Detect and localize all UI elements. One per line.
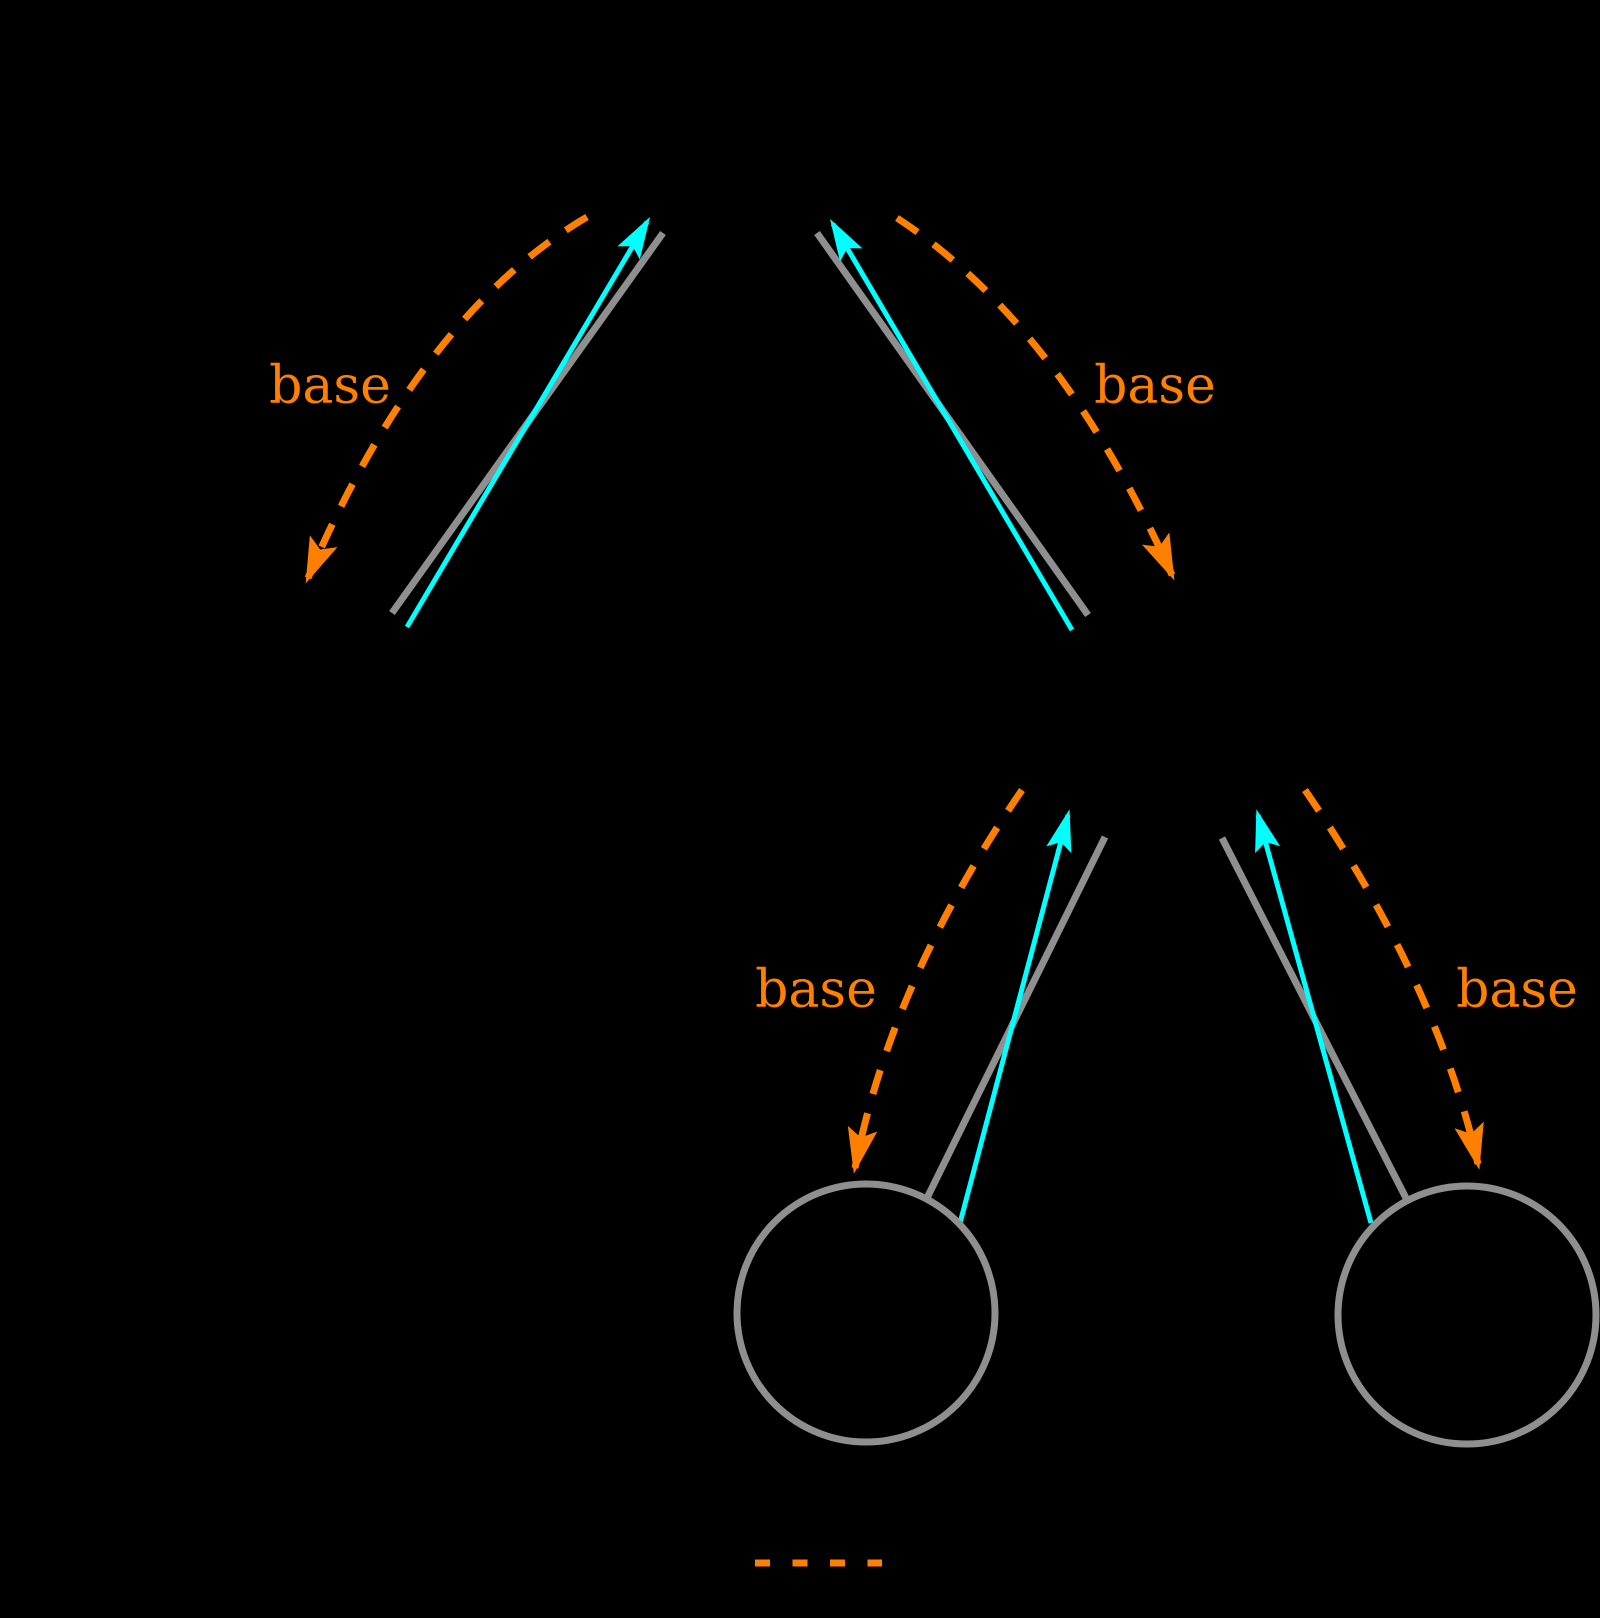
base-arrow [895,215,1176,581]
leaf-circle-right [1334,1182,1600,1448]
base-arrow [1302,788,1484,1170]
base-label: base [755,960,877,1020]
return-arrow [1255,809,1374,1224]
mid-right-edge-group: base [1218,788,1578,1224]
leaf-circle-left [733,1180,999,1446]
return-arrow [829,218,1075,632]
base-label: base [269,356,391,416]
top-right-edge-group: base [814,215,1216,632]
base-arrow [847,788,1025,1174]
top-left-edge-group: base [269,213,666,629]
return-arrow [404,216,651,629]
return-arrow [957,809,1072,1224]
base-arrow [304,213,589,584]
mid-left-edge-group: base [755,788,1109,1224]
base-label: base [1456,960,1578,1020]
base-label: base [1094,356,1216,416]
